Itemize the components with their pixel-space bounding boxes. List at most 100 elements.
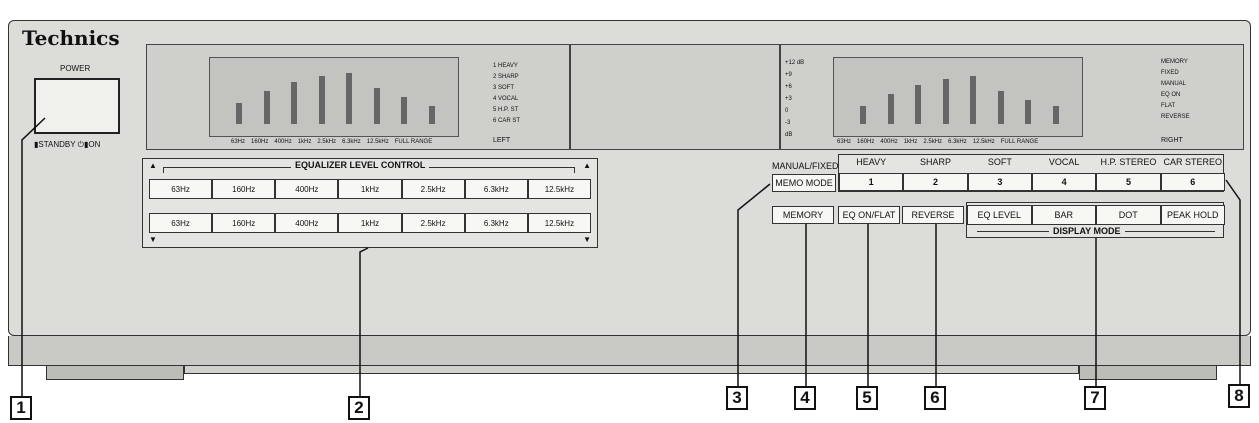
- left-level-bar-8: [428, 106, 435, 124]
- preset-name-1: HEAVY: [856, 157, 887, 167]
- display-mode-button-1[interactable]: EQ LEVEL: [967, 205, 1032, 225]
- callout-4: 4: [794, 386, 816, 410]
- eq-up-button-4[interactable]: 1kHz: [338, 179, 402, 199]
- eq-down-button-7[interactable]: 12.5kHz: [527, 213, 591, 233]
- left-freq-label-3: 400Hz: [274, 139, 292, 145]
- left-freq-label-7: 12.5kHz: [366, 139, 389, 145]
- callout-6: 6: [924, 386, 946, 410]
- panel-base: [8, 336, 1251, 366]
- preset-names: HEAVY SHARP SOFT VOCAL H.P. STEREO CAR STEREO: [839, 157, 1225, 171]
- left-display-window: [209, 57, 459, 137]
- left-level-bars: [228, 64, 448, 124]
- preset-name-2: SHARP: [919, 157, 951, 167]
- eq-down-button-5[interactable]: 2.5kHz: [401, 213, 465, 233]
- left-freq-label-2: 160Hz: [251, 139, 269, 145]
- preset-name-3: SOFT: [987, 157, 1012, 167]
- standby-on-label: ▮STANDBY ⏻▮ON: [34, 140, 101, 149]
- right-level-bar-3: [915, 85, 921, 124]
- eq-up-button-6[interactable]: 6.3kHz: [464, 179, 528, 199]
- eq-on-flat-button[interactable]: EQ ON/FLAT: [838, 206, 900, 224]
- right-mode-label-1: MEMORY: [1161, 59, 1188, 65]
- eq-up-button-2[interactable]: 160Hz: [212, 179, 276, 199]
- left-level-bar-2: [263, 91, 270, 124]
- eq-down-arrow-left: ▼: [149, 235, 157, 244]
- preset-name-4: VOCAL: [1048, 157, 1080, 167]
- right-freq-label-6: 6.3kHz: [948, 139, 967, 145]
- left-level-bar-7: [401, 97, 407, 124]
- eq-down-button-2[interactable]: 160Hz: [212, 213, 276, 233]
- memo-mode-button[interactable]: MEMO MODE: [772, 174, 836, 192]
- brand-logo: Technics: [22, 26, 120, 50]
- preset-panel: HEAVY SHARP SOFT VOCAL H.P. STEREO CAR STEREO…: [838, 154, 1225, 192]
- display-mode-button-3[interactable]: DOT: [1096, 205, 1161, 225]
- right-mode-label-2: FIXED: [1161, 70, 1179, 76]
- left-level-bar-5: [346, 73, 352, 124]
- base-strip: [184, 366, 1079, 374]
- right-freq-label-2: 160Hz: [857, 139, 875, 145]
- right-db-tick-6: -3: [785, 120, 791, 126]
- preset-name-6: CAR STEREO: [1163, 157, 1223, 167]
- eq-title: EQUALIZER LEVEL CONTROL: [291, 160, 430, 170]
- left-freq-label-8: FULL RANGE: [394, 139, 433, 145]
- eq-down-button-3[interactable]: 400Hz: [275, 213, 339, 233]
- left-level-bar-6: [373, 88, 380, 124]
- preset-button-6[interactable]: 6: [1160, 173, 1225, 191]
- display-mode-button-2[interactable]: BAR: [1031, 205, 1096, 225]
- display-mode-title: DISPLAY MODE: [1049, 226, 1125, 236]
- memory-button[interactable]: MEMORY: [772, 206, 834, 224]
- left-mode-label-1: 1 HEAVY: [493, 63, 518, 69]
- right-level-bar-8: [1052, 106, 1059, 124]
- right-freq-label-3: 400Hz: [880, 139, 898, 145]
- callout-1: 1: [10, 396, 32, 420]
- eq-up-button-1[interactable]: 63Hz: [149, 179, 213, 199]
- power-button[interactable]: [34, 78, 120, 134]
- eq-down-button-1[interactable]: 63Hz: [149, 213, 213, 233]
- right-db-tick-3: +6: [785, 84, 792, 90]
- preset-button-4[interactable]: 4: [1031, 173, 1097, 191]
- left-foot: [46, 366, 184, 380]
- left-freq-label-6: 6.3kHz: [342, 139, 361, 145]
- right-freq-label-5: 2.5kHz: [923, 139, 943, 145]
- left-freq-label-1: 63Hz: [231, 139, 246, 145]
- eq-up-button-3[interactable]: 400Hz: [275, 179, 339, 199]
- preset-button-5[interactable]: 5: [1096, 173, 1161, 191]
- eq-up-button-7[interactable]: 12.5kHz: [527, 179, 591, 199]
- right-freq-label-7: 12.5kHz: [972, 139, 995, 145]
- eq-down-button-4[interactable]: 1kHz: [338, 213, 402, 233]
- right-channel-label: RIGHT: [1161, 137, 1183, 144]
- right-level-bar-2: [887, 94, 894, 124]
- right-db-tick-5: 0: [785, 108, 789, 114]
- preset-button-2[interactable]: 2: [903, 173, 968, 191]
- eq-up-arrow-left: ▲: [149, 161, 157, 170]
- center-display: [570, 44, 780, 150]
- left-mode-label-5: 5 H.P. ST: [493, 107, 519, 113]
- display-mode-button-4[interactable]: PEAK HOLD: [1160, 205, 1225, 225]
- right-level-bar-6: [997, 91, 1004, 124]
- left-mode-label-4: 4 VOCAL: [493, 96, 519, 102]
- preset-button-3[interactable]: 3: [967, 173, 1032, 191]
- left-mode-label-3: 3 SOFT: [493, 85, 515, 91]
- right-foot: [1079, 366, 1217, 380]
- preset-button-1[interactable]: 1: [839, 173, 904, 191]
- callout-2: 2: [348, 396, 370, 420]
- eq-down-button-6[interactable]: 6.3kHz: [464, 213, 528, 233]
- preset-name-5: H.P. STEREO: [1100, 157, 1157, 167]
- power-label: POWER: [60, 64, 91, 73]
- eq-up-button-5[interactable]: 2.5kHz: [401, 179, 465, 199]
- reverse-button[interactable]: REVERSE: [902, 206, 964, 224]
- right-db-tick-7: dB: [785, 132, 793, 138]
- left-level-bar-3: [291, 82, 297, 124]
- eq-down-arrow-right: ▼: [583, 235, 591, 244]
- right-freq-label-1: 63Hz: [837, 139, 852, 145]
